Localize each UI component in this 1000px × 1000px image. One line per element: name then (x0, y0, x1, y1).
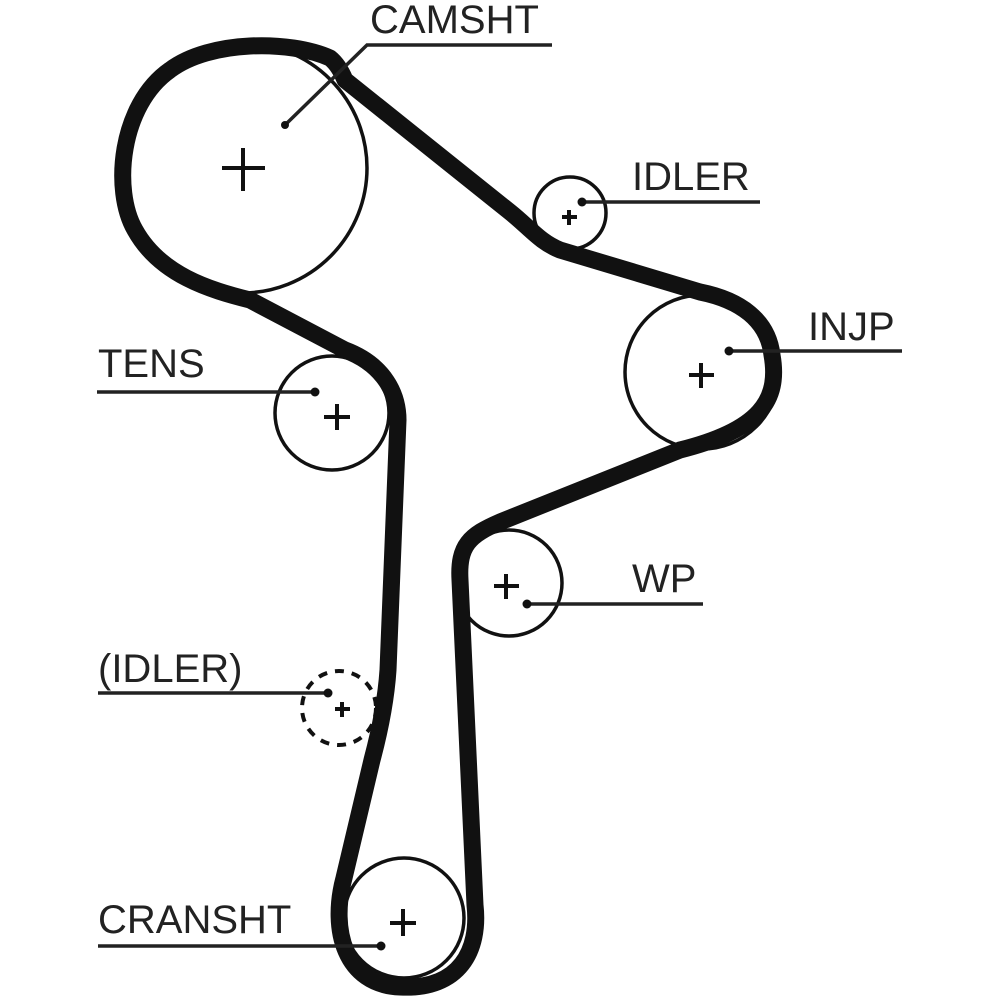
camshaft-center-cross-icon (222, 148, 265, 191)
injection-pump-center-cross-icon (689, 363, 714, 388)
tensioner-center-cross-icon (324, 404, 350, 430)
idler-optional-leader (98, 688, 333, 698)
tensioner-pulley (273, 354, 391, 472)
camshaft-leader (281, 43, 552, 129)
idler-top-leader (577, 197, 760, 207)
crankshaft-center-cross-icon (390, 909, 416, 936)
crankshaft-leader (98, 941, 386, 951)
water-pump-leader (522, 599, 703, 609)
crankshaft-pulley (342, 856, 466, 980)
crankshaft-label: CRANSHT (98, 898, 291, 942)
idler-top-center-cross-icon (562, 210, 577, 225)
water-pump-center-cross-icon (494, 574, 519, 599)
idler-optional-label: (IDLER) (98, 647, 242, 691)
camshaft-label: CAMSHT (370, 0, 539, 42)
idler-top-label: IDLER (632, 155, 750, 199)
injection-pump-leader (724, 346, 902, 356)
timing-belt (114, 37, 783, 996)
idler-optional-pulley (300, 669, 378, 747)
idler-optional-center-cross-icon (335, 702, 350, 717)
tensioner-label: TENS (98, 342, 205, 386)
water-pump-label: WP (632, 557, 696, 601)
injection-pump-label: INJP (808, 305, 895, 349)
tensioner-pulley-outline (273, 354, 391, 472)
tensioner-leader (97, 387, 320, 397)
